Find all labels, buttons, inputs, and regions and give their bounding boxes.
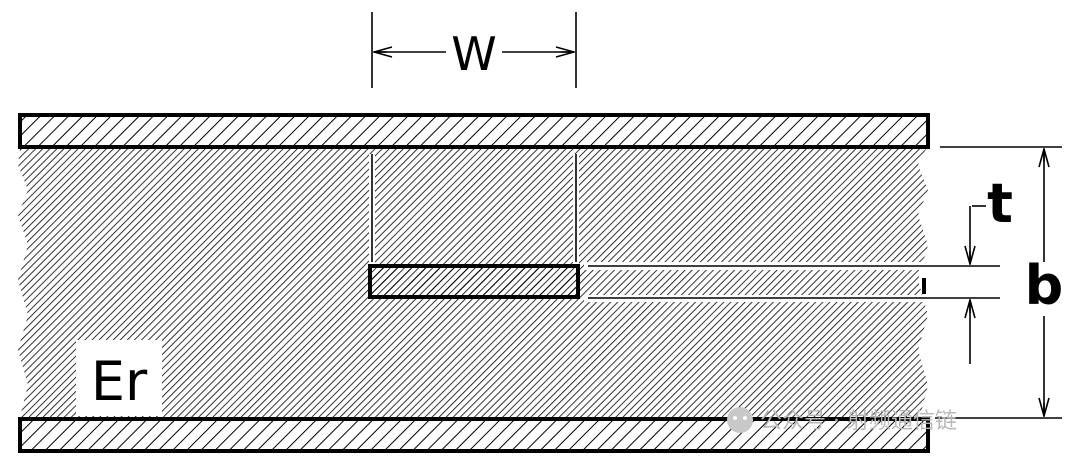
permittivity-label: Er bbox=[91, 350, 148, 413]
wechat-icon-dot-left bbox=[733, 416, 737, 420]
wechat-icon-dot-right bbox=[743, 416, 747, 420]
wechat-icon bbox=[727, 407, 753, 433]
bottom-ground-plane bbox=[18, 417, 930, 453]
watermark: 公众号 · 射频通信链 bbox=[727, 407, 957, 434]
top-ground-plane bbox=[18, 113, 930, 149]
thickness-label: t bbox=[987, 172, 1013, 235]
spacing-label: b bbox=[1025, 254, 1064, 317]
watermark-text: 公众号 · 射频通信链 bbox=[760, 409, 957, 434]
width-label: W bbox=[451, 27, 496, 81]
strip-conductor bbox=[368, 264, 580, 299]
permittivity-label-box bbox=[76, 340, 162, 416]
